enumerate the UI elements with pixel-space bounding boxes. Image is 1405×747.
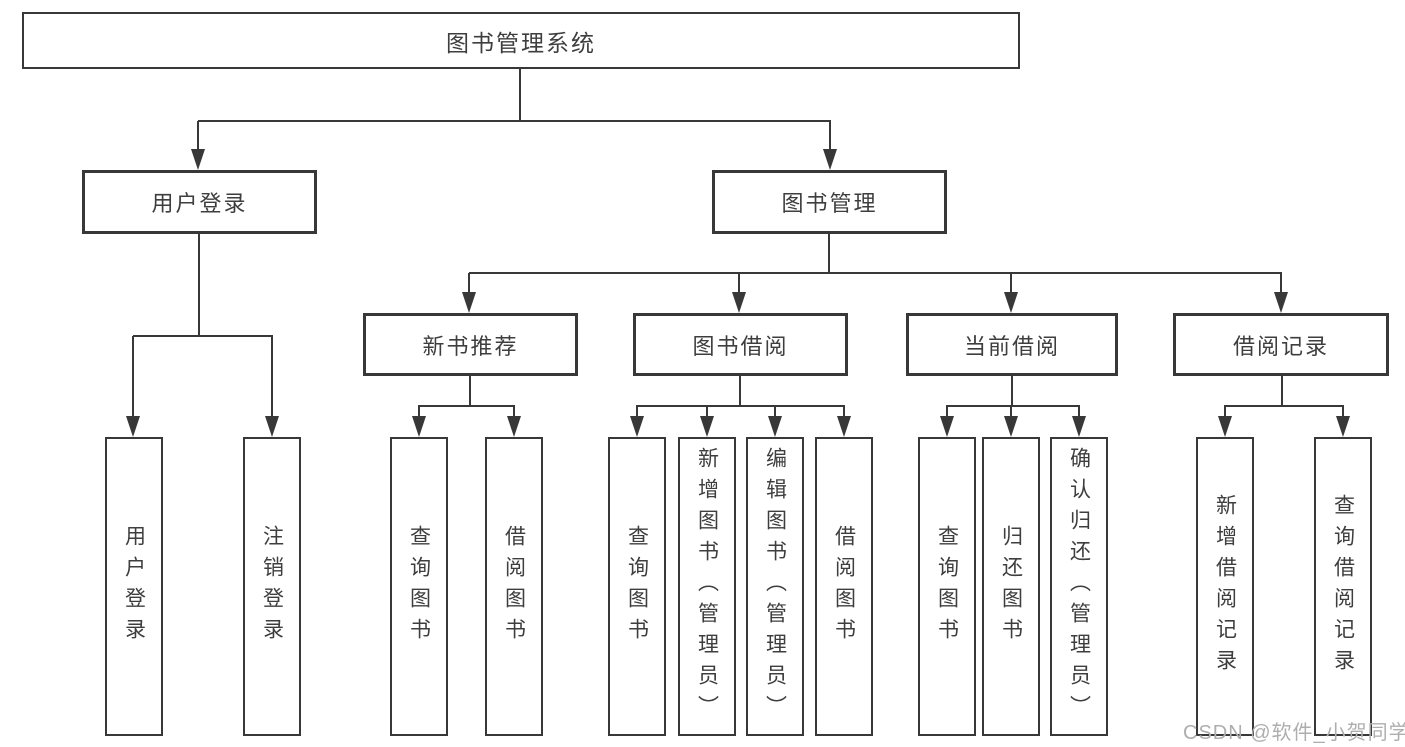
node-label: 新增借阅记录 xyxy=(1213,493,1237,680)
connector-drop xyxy=(1342,406,1344,418)
leaf-edit-books-admin: 编辑图书（管理员） xyxy=(746,437,804,736)
connector-root-rail xyxy=(198,120,831,122)
node-label: 归还图书 xyxy=(999,524,1023,649)
node-current-borrowing: 当前借阅 xyxy=(906,313,1118,376)
csdn-watermark: CSDN @软件_小贺同学 xyxy=(1183,722,1405,744)
arrow-down-icon xyxy=(1072,416,1086,437)
connector-drop-leaf-logout xyxy=(271,336,273,418)
leaf-query-books-current: 查询图书 xyxy=(918,437,976,736)
arrow-down-icon xyxy=(700,416,714,437)
connector-book-mgmt-rail xyxy=(469,272,1282,274)
node-label: 确认归还（管理员） xyxy=(1067,447,1091,726)
node-label: 新书推荐 xyxy=(422,333,519,359)
arrow-down-icon xyxy=(1274,292,1288,313)
node-label: 图书管理系统 xyxy=(446,29,596,56)
leaf-query-books-borrowing: 查询图书 xyxy=(608,437,666,736)
connector-drop xyxy=(1010,406,1012,418)
connector-current-borrow-stem xyxy=(1011,376,1013,406)
connector-drop-book-borrow xyxy=(738,273,740,294)
leaf-return-books: 归还图书 xyxy=(982,437,1040,736)
leaf-add-books-admin: 新增图书（管理员） xyxy=(678,437,736,736)
arrow-down-icon xyxy=(1218,416,1232,437)
node-label: 查询图书 xyxy=(625,524,649,649)
arrow-down-icon xyxy=(462,292,476,313)
arrow-down-icon xyxy=(837,416,851,437)
arrow-down-icon xyxy=(412,416,426,437)
node-label: 当前借阅 xyxy=(963,333,1060,359)
leaf-user-login: 用户登录 xyxy=(105,437,163,736)
arrow-down-icon xyxy=(1336,416,1350,437)
arrow-down-icon xyxy=(823,149,837,170)
node-label: 用户登录 xyxy=(122,524,146,649)
leaf-borrow-books: 借阅图书 xyxy=(815,437,873,736)
leaf-add-borrow-record: 新增借阅记录 xyxy=(1196,437,1254,736)
node-user-login: 用户登录 xyxy=(82,170,317,234)
arrow-down-icon xyxy=(768,416,782,437)
connector-drop xyxy=(706,406,708,418)
connector-borrow-records-stem xyxy=(1281,376,1283,406)
arrow-down-icon xyxy=(630,416,644,437)
node-label: 编辑图书（管理员） xyxy=(763,447,787,726)
connector-drop xyxy=(418,406,420,418)
node-label: 图书借阅 xyxy=(692,333,789,359)
connector-borrow-records-rail xyxy=(1224,405,1344,407)
connector-drop xyxy=(774,406,776,418)
node-label: 查询图书 xyxy=(935,524,959,649)
connector-drop xyxy=(1078,406,1080,418)
node-book-management: 图书管理 xyxy=(712,170,947,234)
connector-drop xyxy=(513,406,515,418)
node-book-borrowing: 图书借阅 xyxy=(633,313,848,376)
arrow-down-icon xyxy=(1004,292,1018,313)
connector-drop xyxy=(1224,406,1226,418)
connector-drop xyxy=(843,406,845,418)
connector-drop-borrow-records xyxy=(1280,273,1282,294)
node-new-book-recommend: 新书推荐 xyxy=(363,313,578,376)
node-label: 注销登录 xyxy=(260,524,284,649)
leaf-query-books-recommend: 查询图书 xyxy=(390,437,448,736)
arrow-down-icon xyxy=(732,292,746,313)
node-label: 图书管理 xyxy=(781,191,878,216)
connector-drop-new-book xyxy=(468,273,470,294)
connector-drop-leaf-login xyxy=(132,336,134,418)
connector-user-login-stem xyxy=(198,234,200,336)
connector-root-stem xyxy=(519,68,521,121)
arrow-down-icon xyxy=(507,416,521,437)
connector-user-login-rail xyxy=(133,335,273,337)
connector-new-book-rail xyxy=(418,405,515,407)
arrow-down-icon xyxy=(126,416,140,437)
arrow-down-icon xyxy=(265,416,279,437)
connector-drop xyxy=(946,406,948,418)
connector-current-borrow-rail xyxy=(946,405,1080,407)
arrow-down-icon xyxy=(191,149,205,170)
leaf-confirm-return-admin: 确认归还（管理员） xyxy=(1050,437,1108,736)
node-label: 借阅图书 xyxy=(832,524,856,649)
connector-book-borrow-stem xyxy=(739,376,741,406)
node-library-management-system: 图书管理系统 xyxy=(22,12,1020,69)
leaf-logout: 注销登录 xyxy=(243,437,301,736)
node-label: 新增图书（管理员） xyxy=(695,447,719,726)
leaf-query-borrow-record: 查询借阅记录 xyxy=(1314,437,1372,736)
connector-drop-user-login xyxy=(197,121,199,152)
connector-book-mgmt-stem xyxy=(828,234,830,273)
connector-drop-book-mgmt xyxy=(829,121,831,152)
connector-drop xyxy=(636,406,638,418)
node-label: 查询借阅记录 xyxy=(1331,493,1355,680)
node-label: 查询图书 xyxy=(407,524,431,649)
connector-book-borrow-rail xyxy=(636,405,845,407)
arrow-down-icon xyxy=(1004,416,1018,437)
connector-new-book-stem xyxy=(469,376,471,406)
node-borrowing-records: 借阅记录 xyxy=(1173,313,1389,376)
leaf-borrow-books-recommend: 借阅图书 xyxy=(485,437,543,736)
connector-drop-current-borrow xyxy=(1010,273,1012,294)
node-label: 借阅图书 xyxy=(502,524,526,649)
arrow-down-icon xyxy=(940,416,954,437)
node-label: 借阅记录 xyxy=(1232,333,1329,359)
node-label: 用户登录 xyxy=(151,191,248,216)
